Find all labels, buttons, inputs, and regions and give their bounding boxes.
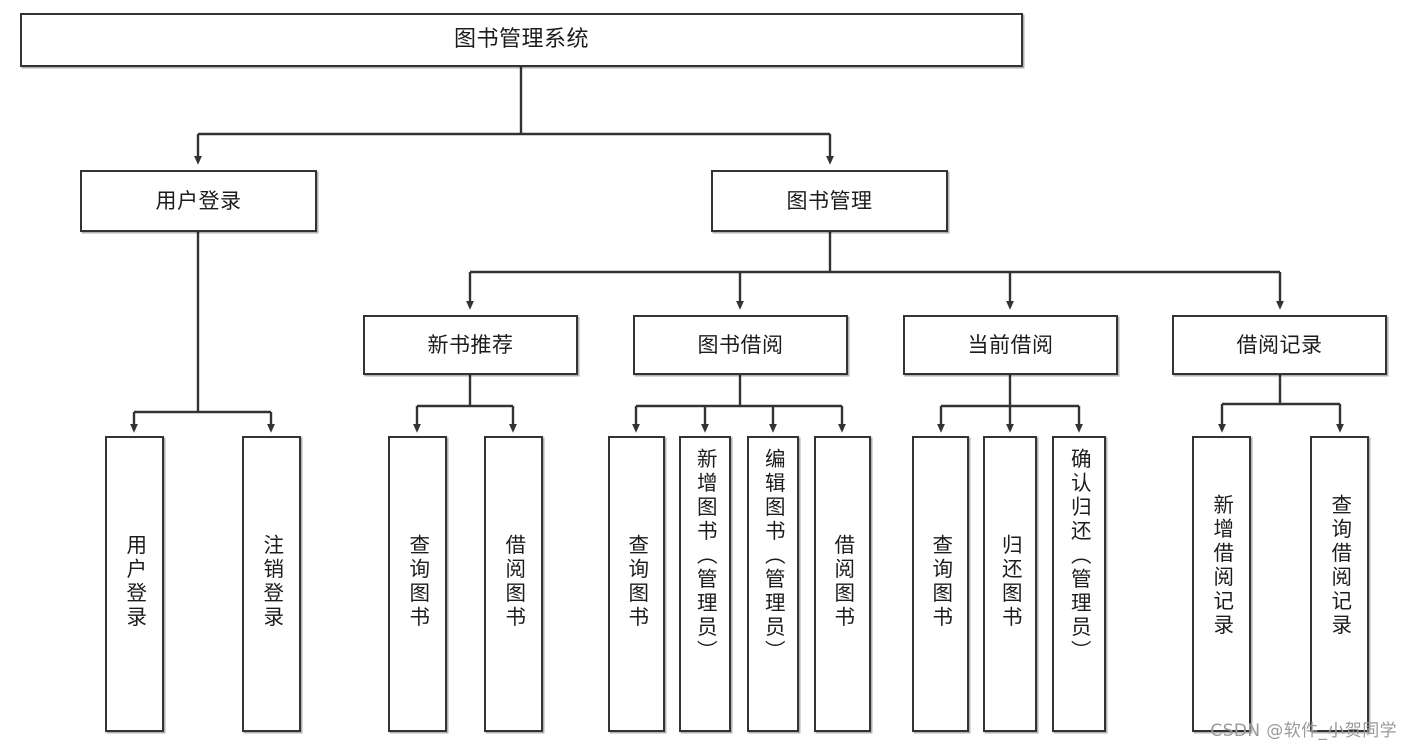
node-leaf-newbook-borrow-books[interactable]: 借阅图书 — [484, 436, 543, 732]
node-user-login[interactable]: 用户登录 — [80, 170, 317, 232]
node-leaf-user-login-logout[interactable]: 注销登录 — [242, 436, 301, 732]
node-leaf-record-query-record[interactable]: 查询借阅记录 — [1310, 436, 1369, 732]
node-new-book-recommend[interactable]: 新书推荐 — [363, 315, 578, 375]
node-label: 借阅图书 — [501, 534, 526, 630]
node-label: 图书借阅 — [697, 332, 784, 357]
node-current-borrow[interactable]: 当前借阅 — [903, 315, 1118, 375]
node-label: 新增图书（管理员） — [693, 448, 718, 664]
node-label: 新增借阅记录 — [1209, 494, 1234, 638]
node-label: 新书推荐 — [427, 332, 514, 357]
watermark: CSDN @软件_小贺同学 — [1210, 721, 1397, 741]
node-label: 当前借阅 — [967, 332, 1054, 357]
node-label: 图书管理系统 — [453, 27, 589, 53]
node-label: 用户登录 — [122, 534, 147, 630]
node-leaf-current-confirm-return-admin[interactable]: 确认归还（管理员） — [1052, 436, 1106, 732]
node-leaf-user-login-login[interactable]: 用户登录 — [105, 436, 164, 732]
node-leaf-borrow-edit-book-admin[interactable]: 编辑图书（管理员） — [747, 436, 799, 732]
node-leaf-borrow-query-books[interactable]: 查询图书 — [608, 436, 665, 732]
node-label: 图书管理 — [786, 188, 873, 213]
node-label: 编辑图书（管理员） — [761, 448, 786, 664]
node-leaf-borrow-add-book-admin[interactable]: 新增图书（管理员） — [679, 436, 731, 732]
node-label: 查询借阅记录 — [1327, 494, 1352, 638]
node-book-borrow[interactable]: 图书借阅 — [633, 315, 848, 375]
node-root-book-management-system[interactable]: 图书管理系统 — [20, 13, 1023, 67]
node-label: 借阅图书 — [830, 534, 855, 630]
node-leaf-current-return-books[interactable]: 归还图书 — [983, 436, 1037, 732]
node-leaf-borrow-borrow-books[interactable]: 借阅图书 — [814, 436, 871, 732]
node-label: 查询图书 — [624, 534, 649, 630]
node-leaf-current-query-books[interactable]: 查询图书 — [912, 436, 969, 732]
node-label: 查询图书 — [405, 534, 430, 630]
node-label: 用户登录 — [155, 188, 242, 213]
node-label: 注销登录 — [259, 534, 284, 630]
node-label: 确认归还（管理员） — [1067, 448, 1092, 664]
node-leaf-record-add-record[interactable]: 新增借阅记录 — [1192, 436, 1251, 732]
node-borrow-record[interactable]: 借阅记录 — [1172, 315, 1387, 375]
node-book-management[interactable]: 图书管理 — [711, 170, 948, 232]
node-leaf-newbook-query-books[interactable]: 查询图书 — [388, 436, 447, 732]
node-label: 归还图书 — [998, 534, 1023, 630]
node-label: 查询图书 — [928, 534, 953, 630]
node-label: 借阅记录 — [1236, 332, 1323, 357]
